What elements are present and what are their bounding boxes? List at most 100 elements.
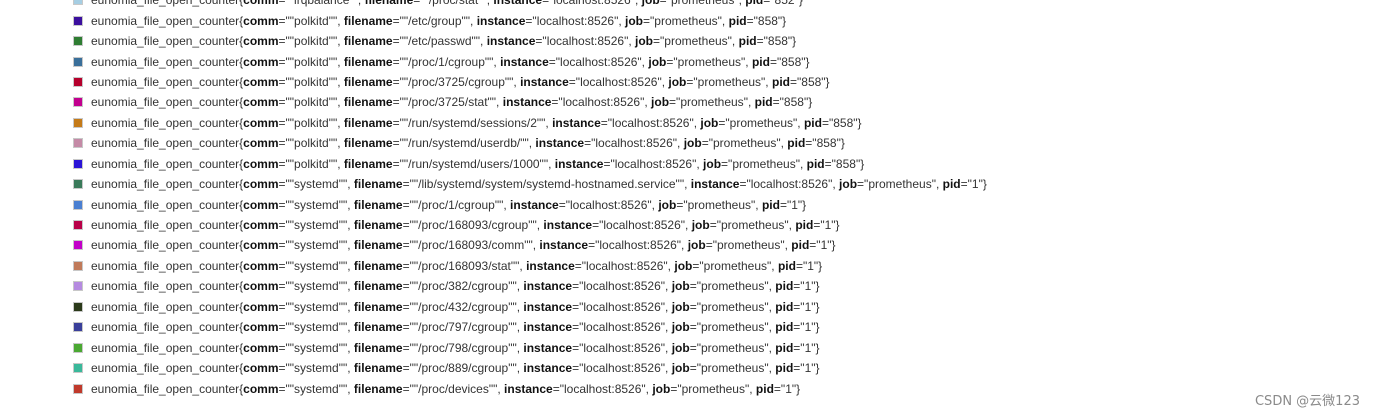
series-color-swatch[interactable]: [73, 179, 83, 190]
series-label[interactable]: eunomia_file_open_counter{comm=""polkitd…: [91, 34, 797, 49]
series-label[interactable]: eunomia_file_open_counter{comm=""polkitd…: [91, 115, 862, 130]
series-color-swatch[interactable]: [73, 158, 83, 169]
label-value-comm: "systemd": [289, 361, 343, 376]
series-label[interactable]: eunomia_file_open_counter{comm=""systemd…: [91, 279, 820, 294]
legend-row[interactable]: eunomia_file_open_counter{comm=""systemd…: [0, 317, 1375, 337]
legend-row[interactable]: eunomia_file_open_counter{comm=""polkitd…: [0, 133, 1375, 153]
series-label[interactable]: eunomia_file_open_counter{comm=""systemd…: [91, 299, 820, 314]
label-value-comm: "systemd": [289, 258, 343, 273]
label-value-pid: 1: [804, 299, 812, 314]
label-key-job: job: [652, 381, 671, 396]
series-label[interactable]: eunomia_file_open_counter{comm=""systemd…: [91, 218, 840, 233]
series-color-swatch[interactable]: [73, 220, 83, 231]
series-color-swatch[interactable]: [73, 260, 83, 271]
series-label[interactable]: eunomia_file_open_counter{comm=""polkitd…: [91, 95, 813, 110]
label-key-pid: pid: [755, 381, 774, 396]
label-key-pid: pid: [775, 279, 794, 294]
label-value-job: prometheus: [700, 299, 765, 314]
legend-row[interactable]: eunomia_file_open_counter{comm=""polkitd…: [0, 51, 1375, 71]
label-key-pid: pid: [775, 340, 794, 355]
label-key-filename: filename: [343, 115, 393, 130]
series-color-swatch[interactable]: [73, 117, 83, 128]
label-value-filename: "/proc/168093/comm": [413, 238, 529, 253]
legend-row[interactable]: eunomia_file_open_counter{comm=""polkitd…: [0, 92, 1375, 112]
label-key-pid: pid: [803, 115, 822, 130]
metric-name: eunomia_file_open_counter: [91, 320, 240, 335]
series-label[interactable]: eunomia_file_open_counter{comm=""irqbala…: [91, 0, 803, 7]
label-value-filename: "/proc/432/cgroup": [413, 299, 513, 314]
series-color-swatch[interactable]: [73, 383, 83, 394]
label-value-pid: 858: [833, 115, 854, 130]
label-key-job: job: [703, 156, 722, 171]
label-value-comm: "polkitd": [289, 136, 333, 151]
series-label[interactable]: eunomia_file_open_counter{comm=""systemd…: [91, 238, 836, 253]
legend-row[interactable]: eunomia_file_open_counter{comm=""systemd…: [0, 337, 1375, 357]
label-key-comm: comm: [243, 0, 279, 8]
label-key-pid: pid: [777, 258, 796, 273]
series-color-swatch[interactable]: [73, 97, 83, 108]
series-label[interactable]: eunomia_file_open_counter{comm=""systemd…: [91, 340, 820, 355]
series-color-swatch[interactable]: [73, 322, 83, 333]
series-color-swatch[interactable]: [73, 240, 83, 251]
label-value-pid: 858: [757, 13, 778, 28]
legend-row[interactable]: eunomia_file_open_counter{comm=""systemd…: [0, 194, 1375, 214]
legend-row[interactable]: eunomia_file_open_counter{comm=""polkitd…: [0, 10, 1375, 30]
label-value-pid: 858: [801, 74, 822, 89]
series-color-swatch[interactable]: [73, 138, 83, 149]
legend-row[interactable]: eunomia_file_open_counter{comm=""systemd…: [0, 235, 1375, 255]
series-label[interactable]: eunomia_file_open_counter{comm=""polkitd…: [91, 13, 787, 28]
metric-name: eunomia_file_open_counter: [91, 361, 240, 376]
series-color-swatch[interactable]: [73, 199, 83, 210]
legend-row[interactable]: eunomia_file_open_counter{comm=""systemd…: [0, 174, 1375, 194]
series-color-swatch[interactable]: [73, 301, 83, 312]
series-color-swatch[interactable]: [73, 76, 83, 87]
legend-row[interactable]: eunomia_file_open_counter{comm=""systemd…: [0, 276, 1375, 296]
label-value-filename: "/proc/168093/cgroup": [413, 218, 533, 233]
series-label[interactable]: eunomia_file_open_counter{comm=""polkitd…: [91, 136, 845, 151]
legend-row[interactable]: eunomia_file_open_counter{comm=""systemd…: [0, 358, 1375, 378]
series-color-swatch[interactable]: [73, 56, 83, 67]
label-value-comm: "polkitd": [289, 156, 333, 171]
label-key-filename: filename: [353, 197, 403, 212]
label-key-instance: instance: [476, 13, 526, 28]
series-color-swatch[interactable]: [73, 0, 83, 6]
legend-row[interactable]: eunomia_file_open_counter{comm=""polkitd…: [0, 31, 1375, 51]
legend-row[interactable]: eunomia_file_open_counter{comm=""polkitd…: [0, 154, 1375, 174]
series-label[interactable]: eunomia_file_open_counter{comm=""polkitd…: [91, 156, 865, 171]
label-key-pid: pid: [775, 320, 794, 335]
series-label[interactable]: eunomia_file_open_counter{comm=""systemd…: [91, 381, 801, 396]
legend-row[interactable]: eunomia_file_open_counter{comm=""irqbala…: [0, 0, 1375, 10]
label-value-comm: "polkitd": [289, 115, 333, 130]
series-color-swatch[interactable]: [73, 342, 83, 353]
label-value-job: prometheus: [732, 156, 796, 171]
label-key-comm: comm: [243, 218, 279, 233]
label-key-pid: pid: [806, 156, 825, 171]
label-key-comm: comm: [243, 74, 279, 89]
series-color-swatch[interactable]: [73, 281, 83, 292]
label-key-job: job: [671, 320, 690, 335]
label-key-filename: filename: [364, 0, 414, 8]
legend-row[interactable]: eunomia_file_open_counter{comm=""polkitd…: [0, 113, 1375, 133]
series-label[interactable]: eunomia_file_open_counter{comm=""systemd…: [91, 320, 820, 335]
series-label[interactable]: eunomia_file_open_counter{comm=""systemd…: [91, 361, 820, 376]
legend-row[interactable]: eunomia_file_open_counter{comm=""systemd…: [0, 256, 1375, 276]
series-color-swatch[interactable]: [73, 15, 83, 26]
legend-row[interactable]: eunomia_file_open_counter{comm=""systemd…: [0, 215, 1375, 235]
series-label[interactable]: eunomia_file_open_counter{comm=""systemd…: [91, 197, 807, 212]
legend-row[interactable]: eunomia_file_open_counter{comm=""systemd…: [0, 297, 1375, 317]
series-color-swatch[interactable]: [73, 36, 83, 47]
label-value-instance: localhost:8526: [553, 0, 631, 8]
series-label[interactable]: eunomia_file_open_counter{comm=""polkitd…: [91, 74, 830, 89]
series-label[interactable]: eunomia_file_open_counter{comm=""systemd…: [91, 177, 987, 192]
legend-row[interactable]: eunomia_file_open_counter{comm=""polkitd…: [0, 72, 1375, 92]
series-color-swatch[interactable]: [73, 363, 83, 374]
series-label[interactable]: eunomia_file_open_counter{comm=""systemd…: [91, 258, 823, 273]
label-key-job: job: [671, 340, 690, 355]
series-label[interactable]: eunomia_file_open_counter{comm=""polkitd…: [91, 54, 810, 69]
label-key-job: job: [683, 136, 702, 151]
label-key-comm: comm: [243, 299, 279, 314]
legend-row[interactable]: eunomia_file_open_counter{comm=""systemd…: [0, 378, 1375, 398]
label-value-comm: "systemd": [289, 177, 343, 192]
label-value-filename: "/proc/797/cgroup": [413, 320, 513, 335]
label-key-filename: filename: [343, 34, 393, 49]
